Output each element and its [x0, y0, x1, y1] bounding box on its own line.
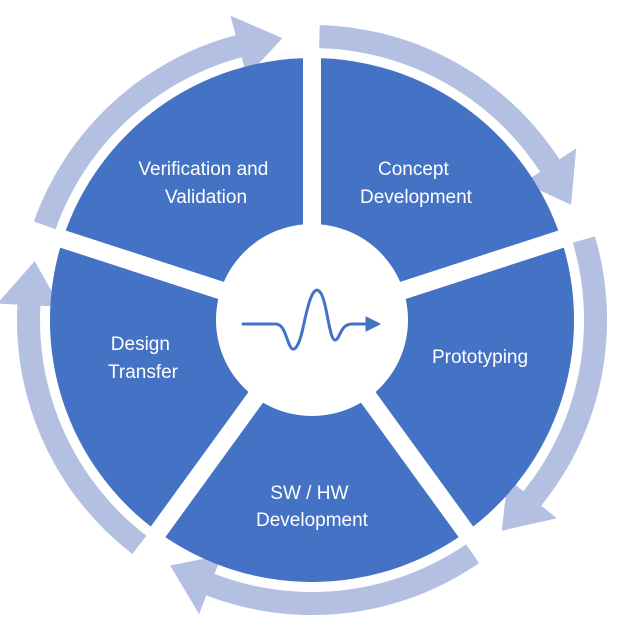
cycle-arrows: [0, 15, 608, 615]
center-hub: [216, 224, 408, 416]
stage-label-vv-line1: Verification and: [138, 159, 268, 180]
stage-label-transfer: Design Transfer: [108, 334, 179, 383]
cycle-arrow-concept: [319, 25, 577, 205]
segment-swhw: [158, 320, 466, 583]
waveform-arrow-icon: [241, 288, 381, 351]
cycle-arrow-transfer: [0, 261, 147, 554]
stage-label-prototyping-line1: Prototyping: [432, 347, 528, 368]
stage-label-transfer-line1: Design: [111, 334, 170, 355]
stage-label-vv-line2: Validation: [165, 187, 247, 208]
stage-label-concept-line1: Concept: [378, 159, 449, 180]
stage-label-swhw: SW / HW Development: [256, 483, 369, 531]
stage-label-concept-line2: Development: [360, 187, 473, 208]
stage-label-swhw-line1: SW / HW: [270, 483, 348, 504]
stage-label-concept: Concept Development: [360, 159, 473, 208]
stage-label-vv: Verification and Validation: [138, 159, 273, 208]
stage-label-transfer-line2: Transfer: [108, 362, 179, 383]
cycle-arrow-vv: [33, 15, 283, 230]
stage-label-swhw-line2: Development: [256, 510, 369, 531]
cycle-arrow-prototyping: [501, 236, 608, 531]
cycle-arrow-swhw: [170, 544, 480, 615]
stage-label-prototyping: Prototyping: [432, 347, 528, 368]
